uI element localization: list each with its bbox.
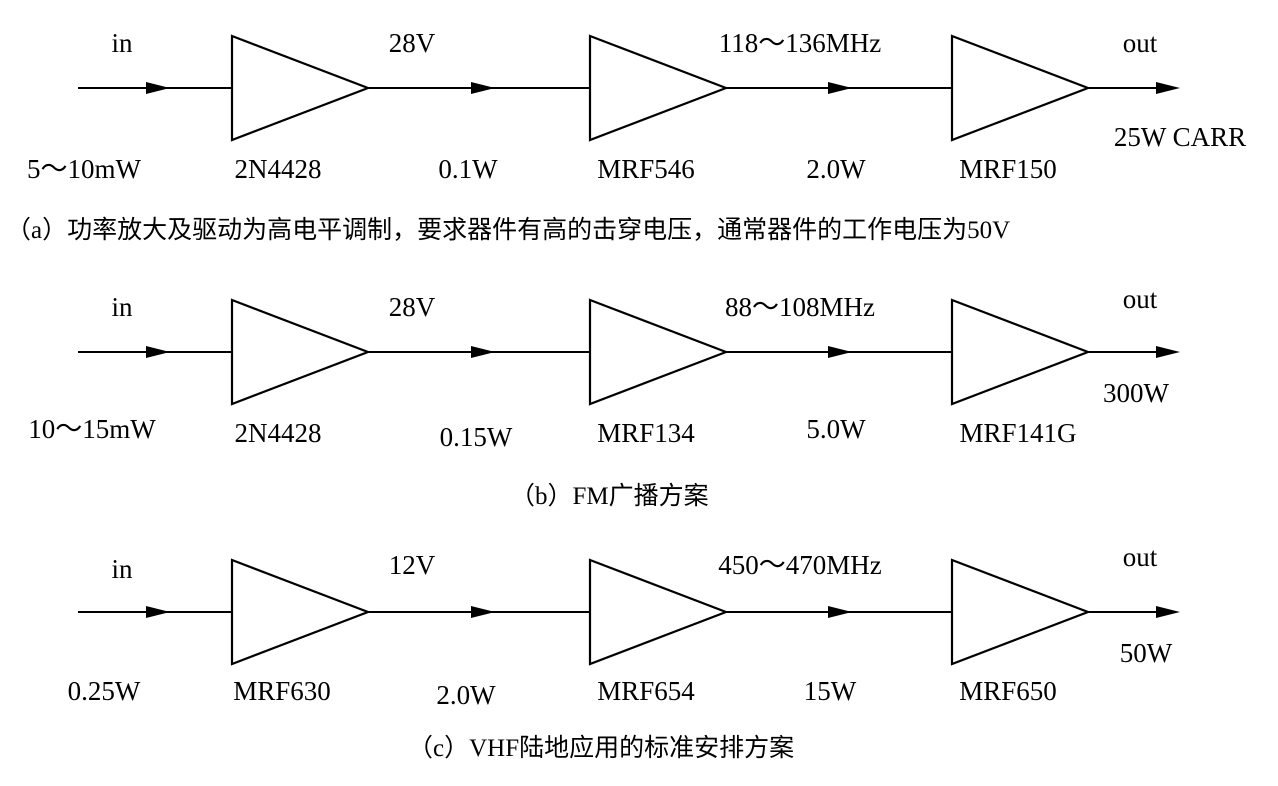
input-arrow [146, 346, 170, 358]
band-label: 450～470MHz [718, 550, 882, 580]
stage-1-part-label: 2N4428 [235, 418, 322, 448]
stage-3-power-label: 300W [1103, 378, 1170, 408]
in-label: in [111, 28, 133, 58]
stage-2-part-label: MRF654 [597, 676, 695, 706]
stage-2-power-label: 15W [804, 676, 857, 706]
band-label: 88～108MHz [725, 292, 875, 322]
amplifier-stage-3 [950, 34, 1092, 142]
out-label: out [1123, 28, 1158, 58]
stage-2-part-label: MRF546 [597, 154, 695, 184]
amplifier-stage-1 [230, 34, 372, 142]
stage-1-power-label: 0.15W [440, 422, 513, 452]
stage-3-part-label: MRF150 [959, 154, 1057, 184]
in-label: in [111, 292, 133, 322]
output-arrow [1156, 82, 1180, 94]
interstage-arrow-2 [828, 346, 852, 358]
interstage-arrow-1 [471, 606, 495, 618]
stage-1-power-label: 0.1W [438, 154, 498, 184]
in-label: in [111, 554, 133, 584]
chain-c: in 12V 450～470MHz out 0.25W MRF630 2.0W … [68, 542, 1180, 762]
band-label: 118～136MHz [719, 28, 882, 58]
amplifier-stage-1 [230, 298, 372, 406]
stage-3-power-label: 50W [1120, 638, 1173, 668]
input-power-label: 5～10mW [27, 154, 142, 184]
chain-a: in 28V 118～136MHz out 5～10mW 2N4428 0.1W… [6, 28, 1246, 244]
amplifier-stage-2 [588, 558, 730, 666]
out-label: out [1123, 284, 1158, 314]
supply-voltage-label: 28V [389, 28, 436, 58]
stage-2-part-label: MRF134 [597, 418, 695, 448]
interstage-arrow-1 [471, 346, 495, 358]
supply-voltage-label: 28V [389, 292, 436, 322]
supply-voltage-label: 12V [389, 550, 436, 580]
stage-2-power-label: 5.0W [806, 414, 866, 444]
interstage-arrow-2 [828, 606, 852, 618]
caption-c: （c）VHF陆地应用的标准安排方案 [408, 734, 794, 762]
amplifier-stage-3 [950, 298, 1092, 406]
caption-a: （a）功率放大及驱动为高电平调制，要求器件有高的击穿电压，通常器件的工作电压为5… [6, 216, 1010, 244]
out-label: out [1123, 542, 1158, 572]
stage-3-part-label: MRF141G [959, 418, 1076, 448]
stage-3-power-label: 25W CARR [1114, 122, 1246, 152]
amplifier-stage-2 [588, 298, 730, 406]
stage-1-part-label: MRF630 [233, 676, 331, 706]
stage-1-part-label: 2N4428 [235, 154, 322, 184]
stage-2-power-label: 2.0W [806, 154, 866, 184]
stage-1-power-label: 2.0W [436, 680, 496, 710]
caption-b: （b）FM广播方案 [510, 482, 709, 510]
stage-3-part-label: MRF650 [959, 676, 1057, 706]
output-arrow [1156, 346, 1180, 358]
input-power-label: 10～15mW [28, 414, 156, 444]
input-power-label: 0.25W [68, 676, 141, 706]
input-arrow [146, 82, 170, 94]
chain-b: in 28V 88～108MHz out 10～15mW 2N4428 0.15… [28, 284, 1180, 510]
interstage-arrow-1 [471, 82, 495, 94]
output-arrow [1156, 606, 1180, 618]
amplifier-stage-2 [588, 34, 730, 142]
amplifier-stage-1 [230, 558, 372, 666]
amplifier-stage-3 [950, 558, 1092, 666]
input-arrow [146, 606, 170, 618]
interstage-arrow-2 [828, 82, 852, 94]
